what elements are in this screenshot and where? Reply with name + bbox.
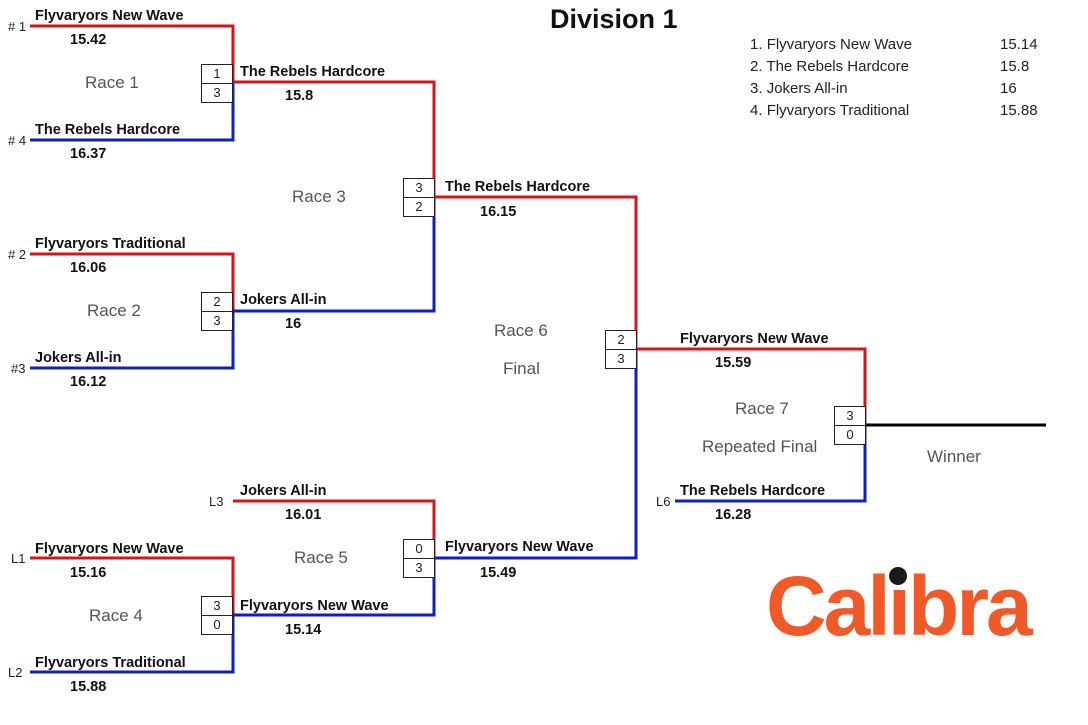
team-time: 15.14	[285, 622, 322, 638]
rank: 3.	[750, 80, 763, 97]
r1-bot-line	[30, 82, 235, 142]
team-name: Flyvaryors New Wave	[35, 541, 184, 557]
team-time: 15.49	[480, 565, 517, 581]
team-name: The Rebels Hardcore	[35, 122, 181, 138]
team-time: 15.42	[70, 32, 107, 48]
race-sublabel: Final	[503, 359, 540, 378]
score-box: 3	[201, 311, 233, 331]
seed-label: L3	[209, 494, 224, 509]
r4-bot-line	[30, 615, 235, 674]
r6-top-line	[434, 195, 638, 349]
team-name: Flyvaryors Traditional	[35, 655, 186, 671]
team-time: 16	[285, 316, 302, 332]
rank: 4.	[750, 102, 763, 119]
score-box: 0	[403, 539, 435, 559]
score-box: 3	[201, 83, 233, 103]
score-box: 3	[403, 558, 435, 578]
team-time: 15.59	[715, 355, 752, 371]
score-box: 3	[201, 596, 233, 616]
team: Jokers All-in	[766, 80, 848, 97]
seed-label: # 2	[8, 247, 27, 262]
team-name: The Rebels Hardcore	[445, 179, 591, 195]
race-label: Race 6	[494, 321, 548, 340]
standing-row: 3. Jokers All-in	[750, 80, 848, 97]
r3-top-line	[233, 80, 436, 197]
r1-top-line	[30, 24, 235, 82]
team-time: 16.06	[70, 260, 107, 276]
race-label: Race 5	[294, 548, 348, 567]
score-box: 2	[201, 292, 233, 312]
race-label: Race 3	[292, 187, 346, 206]
race-sublabel: Repeated Final	[702, 437, 818, 456]
team: The Rebels Hardcore	[766, 58, 909, 75]
standing-row: 4. Flyvaryors Traditional	[750, 102, 909, 119]
race-label: Race 7	[735, 399, 789, 418]
team-name: Jokers All-in	[240, 483, 327, 499]
r2-bot-line	[30, 311, 235, 370]
rank: 1.	[750, 36, 763, 53]
team-time: 16.37	[70, 146, 107, 162]
team-name: Jokers All-in	[240, 292, 327, 308]
r2-top-line	[30, 252, 235, 311]
seed-label: # 1	[8, 19, 27, 34]
r4-top-line	[30, 556, 235, 615]
score-box: 3	[834, 406, 866, 426]
race-label: Race 1	[85, 73, 139, 92]
rank: 2.	[750, 58, 763, 75]
team-name: Flyvaryors New Wave	[680, 331, 829, 347]
team: Flyvaryors Traditional	[766, 102, 910, 119]
score-box: 1	[201, 64, 233, 84]
seed-label: L6	[656, 494, 671, 509]
page-title: Division 1	[550, 4, 678, 34]
score-box: 0	[201, 615, 233, 635]
score-box: 3	[605, 349, 637, 369]
r3-bot-line	[233, 197, 436, 313]
winner-label: Winner	[927, 447, 981, 466]
team-time: 16.12	[70, 374, 107, 390]
score-box: 3	[403, 178, 435, 198]
team-name: The Rebels Hardcore	[240, 64, 386, 80]
seed-label: # 4	[8, 133, 27, 148]
r7-bot-line	[675, 425, 867, 503]
score-box: 0	[834, 425, 866, 445]
team-name: Flyvaryors Traditional	[35, 236, 186, 252]
standing-row: 1. Flyvaryors New Wave	[750, 36, 912, 53]
standing-time: 15.8	[1000, 58, 1030, 75]
standing-time: 15.88	[1000, 102, 1038, 119]
score-box: 2	[605, 330, 637, 350]
standing-time: 16	[1000, 80, 1017, 97]
team-time: 16.15	[480, 204, 517, 220]
team-name: Flyvaryors New Wave	[240, 598, 389, 614]
r6-bot-line	[434, 349, 638, 560]
team: Flyvaryors New Wave	[766, 36, 912, 53]
team-name: Jokers All-in	[35, 350, 122, 366]
seed-label: #3	[11, 361, 26, 376]
race-label: Race 4	[89, 606, 143, 625]
standing-row: 2. The Rebels Hardcore	[750, 58, 909, 75]
team-name: Flyvaryors New Wave	[445, 539, 594, 555]
seed-label: L1	[11, 551, 26, 566]
team-time: 15.16	[70, 565, 107, 581]
team-time: 15.88	[70, 679, 107, 695]
logo-dot-icon	[889, 567, 907, 585]
team-time: 16.28	[715, 507, 752, 523]
team-name: The Rebels Hardcore	[680, 483, 826, 499]
team-time: 15.8	[285, 88, 314, 104]
team-time: 16.01	[285, 507, 322, 523]
score-box: 2	[403, 197, 435, 217]
seed-label: L2	[8, 665, 23, 680]
standing-time: 15.14	[1000, 36, 1038, 53]
race-label: Race 2	[87, 301, 141, 320]
r7-top-line	[636, 347, 867, 425]
team-name: Flyvaryors New Wave	[35, 8, 184, 24]
